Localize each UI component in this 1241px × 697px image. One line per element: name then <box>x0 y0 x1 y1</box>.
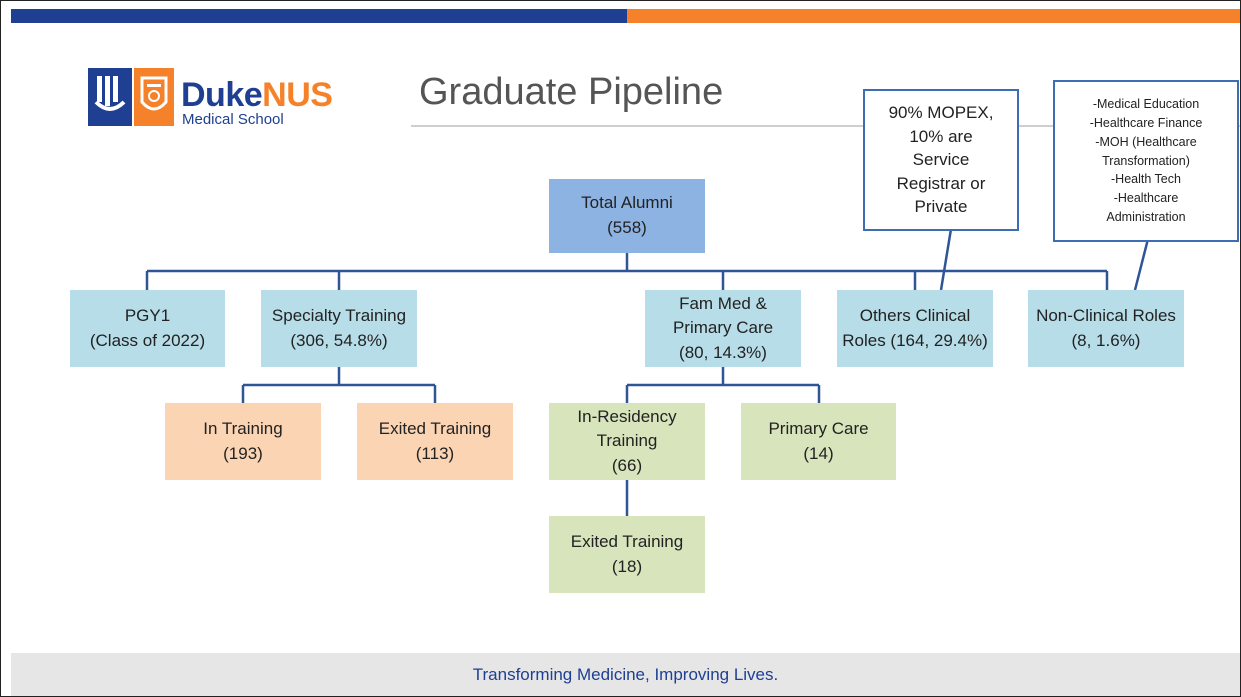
node-non-clinical: Non-Clinical Roles (8, 1.6%) <box>1028 290 1184 367</box>
logo-nus-text: NUS <box>262 76 333 114</box>
title-rule <box>411 125 1240 127</box>
logo-wordmark: DukeNUS <box>181 76 333 115</box>
node-specialty-training: Specialty Training (306, 54.8%) <box>261 290 417 367</box>
node-in-residency-training: In-Residency Training (66) <box>549 403 705 480</box>
node-pgy1: PGY1 (Class of 2022) <box>70 290 225 367</box>
node-in-training: In Training (193) <box>165 403 321 480</box>
duke-nus-logo: DukeNUS Medical School <box>88 68 343 128</box>
slide-title: Graduate Pipeline <box>419 71 724 113</box>
node-others-clinical: Others Clinical Roles (164, 29.4%) <box>837 290 993 367</box>
callout-non-clinical-note: -Medical Education -Healthcare Finance -… <box>1053 80 1239 242</box>
callout-pointer-others <box>939 228 953 291</box>
callout-pointer-nonclinical <box>1133 238 1150 291</box>
top-bar-orange <box>627 9 1240 23</box>
duke-shield-icon <box>88 68 132 126</box>
callout-others-clinical-note: 90% MOPEX, 10% are Service Registrar or … <box>863 89 1019 231</box>
footer-bar: Transforming Medicine, Improving Lives. <box>11 653 1240 696</box>
node-fam-med-primary-care: Fam Med & Primary Care (80, 14.3%) <box>645 290 801 367</box>
node-exited-training-residency: Exited Training (18) <box>549 516 705 593</box>
nus-crest-icon <box>134 68 174 126</box>
top-bar-blue <box>11 9 627 23</box>
logo-duke-text: Duke <box>181 76 263 114</box>
logo-subtitle: Medical School <box>182 111 284 128</box>
footer-tagline: Transforming Medicine, Improving Lives. <box>472 665 779 684</box>
node-primary-care: Primary Care (14) <box>741 403 896 480</box>
node-total-alumni: Total Alumni (558) <box>549 179 705 253</box>
node-exited-training: Exited Training (113) <box>357 403 513 480</box>
